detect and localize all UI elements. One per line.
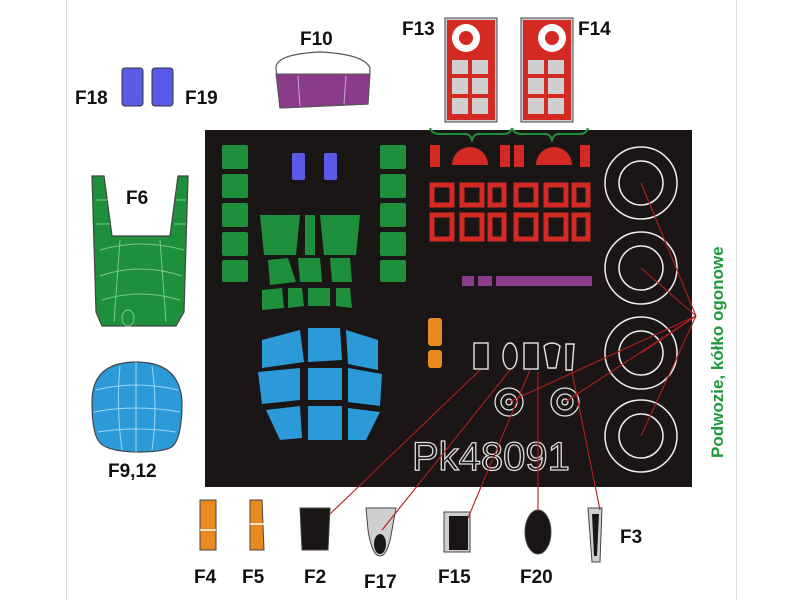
part-f4 [199,499,217,551]
part-f10 [275,51,371,109]
part-f14 [520,17,574,123]
green-canopy-masks [222,145,406,310]
label-f5: F5 [242,567,265,588]
part-f9-12 [91,361,183,453]
label-f10: F10 [300,29,333,50]
red-window-masks [430,145,590,167]
blue-dome-masks [258,328,382,440]
part-f13 [444,17,498,123]
sheet-code: Pk48091 [412,435,570,479]
label-f17: F17 [364,572,397,593]
label-f14: F14 [578,19,611,40]
orange-sheet-masks [428,318,442,368]
part-f17 [365,507,397,557]
violet-small-masks [292,153,337,180]
part-f15 [443,511,471,553]
label-f18: F18 [75,88,108,109]
purple-strip-masks [462,276,592,286]
caption-landing-gear: Podwozie, kółko ogonowe [708,246,727,458]
part-f6 [91,175,189,327]
red-frame-masks [429,182,591,242]
label-f3: F3 [620,527,642,548]
label-f20: F20 [520,567,553,588]
label-f15: F15 [438,567,471,588]
green-braces [429,127,589,144]
label-f13: F13 [402,19,435,40]
label-f4: F4 [194,567,217,588]
label-f6: F6 [126,188,148,209]
label-f9-12: F9,12 [108,461,157,482]
part-f3 [587,507,603,563]
label-f2: F2 [304,567,326,588]
wheel-circles [604,146,678,473]
part-f18-f19 [121,67,174,107]
part-f5 [249,499,265,551]
part-f20 [524,509,552,555]
leader-lines [329,182,697,531]
white-outline-masks [473,342,575,371]
part-f2 [299,507,331,551]
label-f19: F19 [185,88,218,109]
